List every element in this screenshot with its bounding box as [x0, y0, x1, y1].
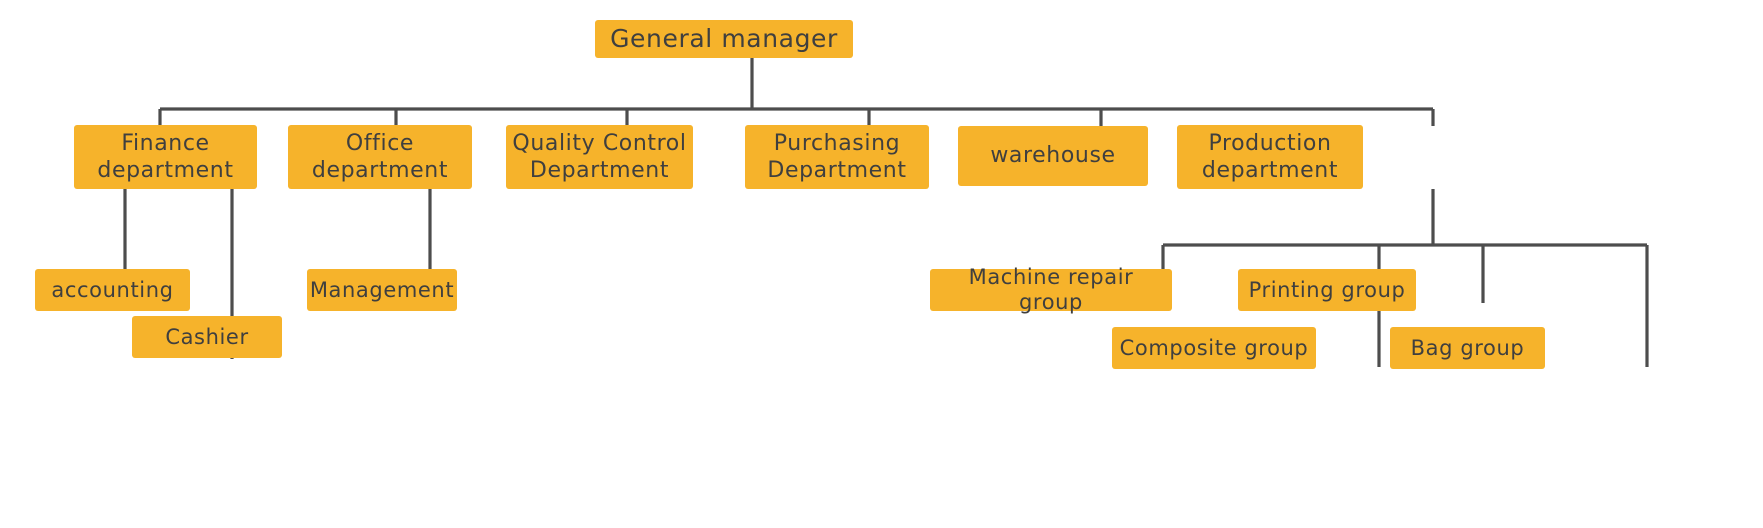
node-production-department[interactable]: Production department	[1177, 125, 1363, 189]
node-quality-control-department[interactable]: Quality Control Department	[506, 125, 693, 189]
node-purchasing-department[interactable]: Purchasing Department	[745, 125, 929, 189]
node-accounting[interactable]: accounting	[35, 269, 190, 311]
node-finance-department[interactable]: Finance department	[74, 125, 257, 189]
node-printing-group[interactable]: Printing group	[1238, 269, 1416, 311]
node-warehouse[interactable]: warehouse	[958, 126, 1148, 186]
node-machine-repair-group[interactable]: Machine repair group	[930, 265, 1172, 314]
node-office-department[interactable]: Office department	[288, 125, 472, 189]
node-composite-group[interactable]: Composite group	[1112, 327, 1316, 369]
node-cashier[interactable]: Cashier	[132, 316, 282, 358]
node-management[interactable]: Management	[307, 269, 457, 311]
node-general-manager[interactable]: General manager	[595, 20, 853, 58]
node-bag-group[interactable]: Bag group	[1390, 327, 1545, 369]
